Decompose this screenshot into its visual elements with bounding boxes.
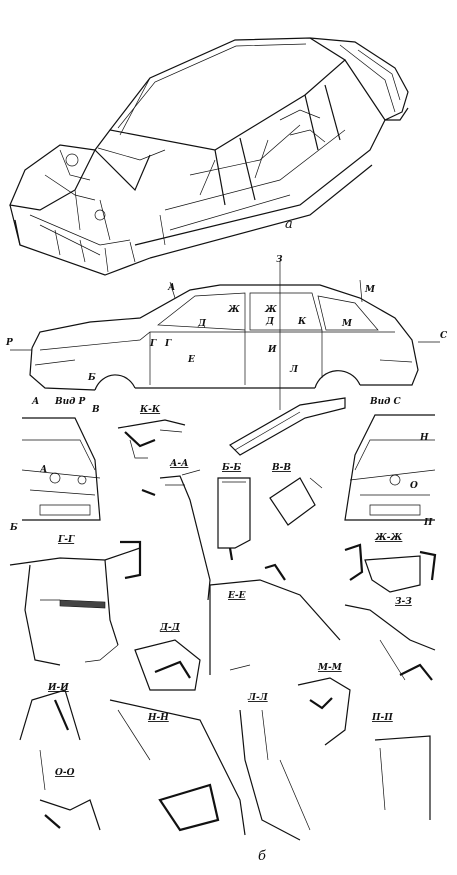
section-m-m xyxy=(297,677,351,746)
section-p-p-label: П-П xyxy=(371,713,393,723)
sill-profile xyxy=(229,397,346,456)
side-elevation xyxy=(10,262,440,410)
section-o-o xyxy=(39,799,101,831)
section-b-b-label: Б-Б xyxy=(221,463,241,473)
section-v-v xyxy=(269,477,323,526)
marker-zh-2: Ж xyxy=(264,305,277,315)
marker-r: Р xyxy=(5,338,13,348)
section-k-k xyxy=(117,419,186,459)
part-b-label: б xyxy=(258,849,266,864)
section-n-n-label: Н-Н xyxy=(147,713,169,723)
section-d-d xyxy=(134,639,201,691)
section-i-i xyxy=(19,689,81,791)
small-p-label: П xyxy=(423,518,433,528)
front-view-r xyxy=(21,417,101,521)
small-o-label: О xyxy=(410,481,418,491)
marker-l: Л xyxy=(289,365,299,375)
view-r-label: Вид Р xyxy=(54,397,86,407)
part-a-label: а xyxy=(285,217,293,232)
section-v-v-label: В-В xyxy=(271,463,291,473)
section-n-n xyxy=(109,699,246,836)
marker-d: Д xyxy=(197,319,207,329)
section-b-b xyxy=(217,477,251,561)
section-e-e-label: Е-Е xyxy=(227,591,246,601)
section-o-o-label: О-О xyxy=(55,768,75,778)
marker-d-2: Д xyxy=(265,317,275,327)
marker-v: В xyxy=(91,405,100,415)
small-b-label: Б xyxy=(9,523,18,533)
marker-zh: Ж xyxy=(227,305,240,315)
small-n-label: Н xyxy=(419,433,429,443)
section-z-z-label: З-З xyxy=(395,597,412,607)
small-a-label: А xyxy=(39,465,47,475)
view-s-label: Вид С xyxy=(369,397,402,407)
section-k-k-label: К-К xyxy=(139,405,161,415)
section-e-e xyxy=(209,563,341,675)
marker-e: Е xyxy=(187,355,195,365)
section-zh-zh xyxy=(344,543,437,593)
marker-m: М xyxy=(364,285,376,295)
section-d-d-label: Д-Д xyxy=(159,623,181,633)
section-m-m-label: М-М xyxy=(317,663,343,673)
marker-s: С xyxy=(440,331,448,341)
section-i-i-label: И-И xyxy=(47,683,69,693)
marker-b: Б xyxy=(87,373,96,383)
marker-g: Г xyxy=(149,339,157,349)
section-g-g-label: Г-Г xyxy=(57,535,75,545)
marker-m-2: М xyxy=(341,319,353,329)
section-l-l-label: Л-Л xyxy=(247,693,269,703)
marker-z-top: З xyxy=(276,255,283,265)
section-a-a-label: А-А xyxy=(169,459,188,469)
section-a-a xyxy=(141,469,211,601)
marker-k: К xyxy=(297,317,307,327)
section-p-p xyxy=(374,735,431,820)
section-z-z xyxy=(344,604,436,681)
marker-a-bottom: А xyxy=(31,397,39,407)
marker-i: И xyxy=(267,345,277,355)
marker-a-top: А xyxy=(167,283,175,293)
section-zh-zh-label: Ж-Ж xyxy=(374,533,403,543)
section-g-g xyxy=(9,540,142,666)
body-in-white-isometric xyxy=(9,37,409,276)
marker-g-2: Г xyxy=(164,339,172,349)
rear-view-s xyxy=(344,414,436,521)
section-l-l xyxy=(239,709,311,841)
